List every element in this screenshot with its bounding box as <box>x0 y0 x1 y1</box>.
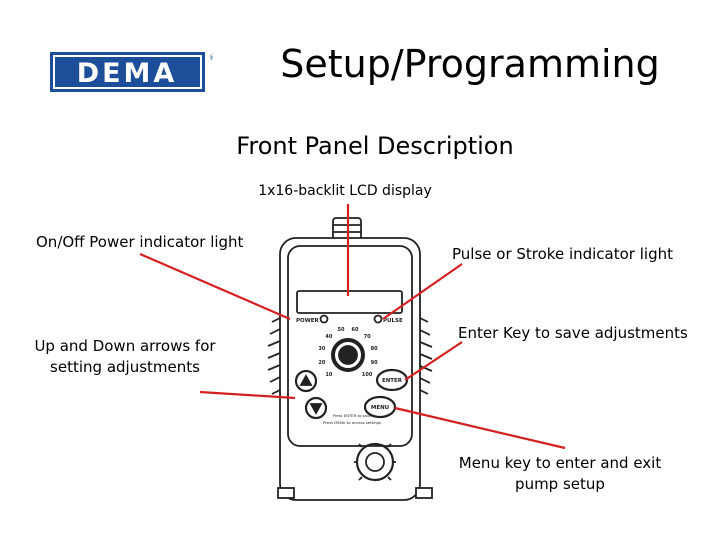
pulse-callout-line <box>382 263 463 320</box>
logo-text: DEMA <box>77 58 178 89</box>
power-callout-line <box>139 252 291 321</box>
arrows-callout-line <box>199 390 296 400</box>
dial-mark: 60 <box>352 327 359 333</box>
right-fins <box>419 317 433 395</box>
up-arrow-button <box>294 369 318 393</box>
enter-key <box>375 368 409 392</box>
dema-logo: DEMA ® <box>50 52 213 92</box>
enter-callout-line <box>404 341 463 381</box>
down-arrow-button <box>304 396 328 420</box>
dial-mark: 100 <box>362 372 373 378</box>
dial-mark: 70 <box>364 334 371 340</box>
registered-mark: ® <box>209 54 213 62</box>
dial-mark: 20 <box>318 360 325 366</box>
enter-callout-label: Enter Key to save adjustments <box>458 324 688 342</box>
dial-mark: 30 <box>318 346 325 352</box>
dial-mark: 90 <box>371 360 378 366</box>
page-title: Setup/Programming <box>280 42 660 86</box>
power-panel-label: POWER <box>296 318 320 324</box>
power-led <box>319 314 329 324</box>
lcd-callout-label: 1x16-backlit LCD display <box>258 183 432 199</box>
panel-hint-1: Press ENTER to save <box>333 413 373 418</box>
pulse-led <box>373 314 383 324</box>
callout-lines <box>139 204 566 450</box>
panel-hint-2: Press MENU to access settings <box>323 420 381 425</box>
enter-key-label: ENTER <box>382 378 403 384</box>
lcd-display <box>296 290 403 314</box>
power-callout-label: On/Off Power indicator light <box>36 233 244 251</box>
arrows-callout-label: Up and Down arrows for setting adjustmen… <box>34 337 216 376</box>
dial-mark: 80 <box>371 346 378 352</box>
menu-callout-line <box>394 406 566 450</box>
adjustment-dial <box>331 338 365 372</box>
menu-key <box>363 395 397 419</box>
pulse-panel-label: PULSE <box>383 318 403 324</box>
menu-key-label: MENU <box>371 405 389 411</box>
menu-callout-label: Menu key to enter and exit pump setup <box>458 454 662 493</box>
left-fins <box>267 317 281 395</box>
dial-mark: 10 <box>325 372 332 378</box>
dial-mark: 50 <box>338 327 345 333</box>
dial-mark: 40 <box>325 334 332 340</box>
page-subtitle: Front Panel Description <box>236 132 514 160</box>
pulse-callout-label: Pulse or Stroke indicator light <box>452 245 673 263</box>
